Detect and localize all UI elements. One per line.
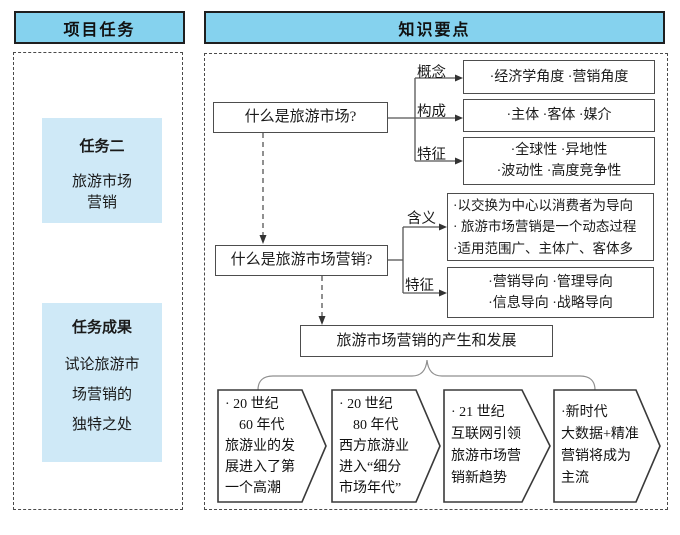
question-marketing-node: 什么是旅游市场营销? [215,245,388,276]
timeline-item-21st-century: · 21 世纪 互联网引领 旅游市场营 销新趋势 [451,405,521,486]
task-title: 任务二 [79,138,125,155]
arrow-icon [455,157,463,165]
meaning-content-node: ·以交换为中心以消费者为导向 · 旅游市场营销是一个动态过程 ·适用范围广、主体… [447,193,654,261]
right-column-container [204,53,668,510]
result-box: 任务成果 试论旅游市 场营销的 独特之处 [42,303,162,462]
left-column-container [13,52,183,510]
timeline-item-1960s: · 20 世纪 60 年代 旅游业的发 展进入了第 一个高潮 [225,396,295,496]
branch-label-meaning: 含义 [407,211,436,227]
left-column-header: 项目任务 [14,11,185,44]
arrow-icon [455,114,463,122]
branch-label-concept: 概念 [417,65,446,81]
concept-content-node: ·经济学角度 ·营销角度 [463,60,655,94]
right-column-header: 知识要点 [204,11,665,44]
arrow-icon [259,235,267,244]
arrow-icon [455,74,463,82]
brace-icon [257,359,596,391]
task-body: 旅游市场 营销 [71,174,132,211]
chevron-shape-3 [443,389,551,503]
chevron-shape-1 [217,389,327,503]
composition-content-node: ·主体 ·客体 ·媒介 [463,99,655,132]
development-title-node: 旅游市场营销的产生和发展 [300,325,553,357]
branch-label-feature-1: 特征 [417,147,446,163]
timeline-item-1980s: · 20 世纪 80 年代 西方旅游业 进入“细分 市场年代” [339,396,409,496]
task-box: 任务二 旅游市场 营销 [42,118,162,223]
chevron-shape-2 [331,389,441,503]
question-market-node: 什么是旅游市场? [213,102,388,133]
chevron-shape-4 [553,389,661,503]
arrow-icon [318,316,326,325]
branch-label-composition: 构成 [417,104,446,120]
result-title: 任务成果 [71,319,132,336]
feature-content-node-1: ·全球性 ·异地性 ·波动性 ·高度竞争性 [463,137,655,185]
timeline-item-new-era: ·新时代 大数据+精准 营销将成为 主流 [561,405,639,486]
branch-label-feature-2: 特征 [405,278,434,294]
arrow-icon [439,289,447,297]
arrow-icon [439,223,447,231]
result-body: 试论旅游市 场营销的 独特之处 [64,357,140,433]
feature-content-node-2: ·营销导向 ·管理导向 ·信息导向 ·战略导向 [447,267,654,318]
